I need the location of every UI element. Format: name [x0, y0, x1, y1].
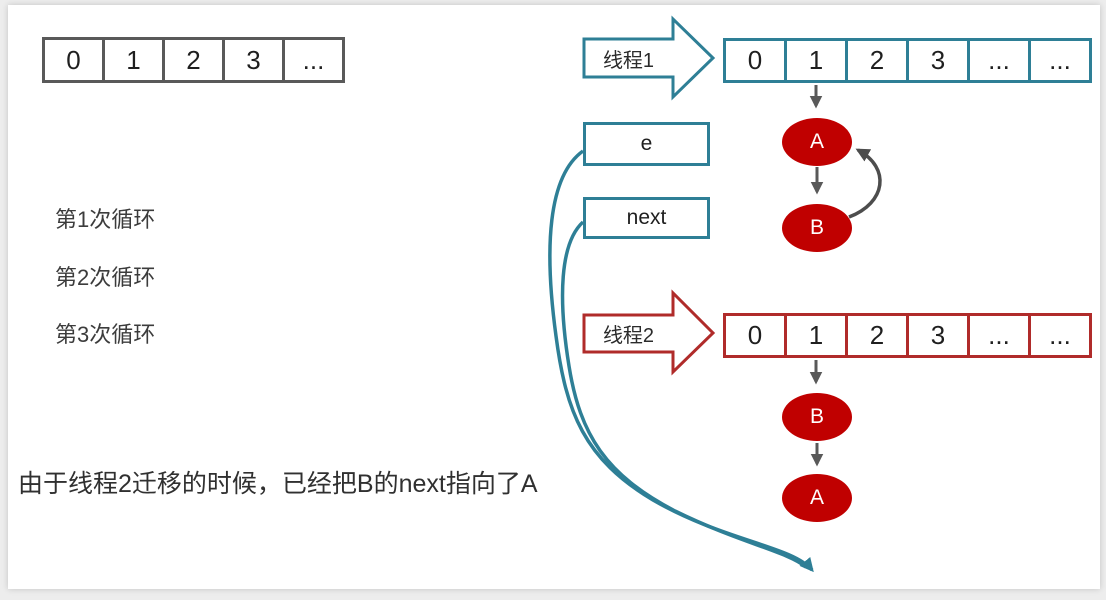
array-cell: 1 — [784, 38, 848, 83]
loop-label-2: 第2次循环 — [55, 265, 156, 290]
array-cell: ... — [1028, 313, 1092, 358]
array-cell: 3 — [906, 38, 970, 83]
thread2-array: 0 1 2 3 ... ... — [723, 313, 1092, 358]
array-cell: 0 — [723, 313, 787, 358]
array-cell: 2 — [845, 38, 909, 83]
array-cell: ... — [967, 313, 1031, 358]
loop-label-3: 第3次循环 — [55, 322, 156, 347]
thread2-block-arrow — [582, 289, 716, 376]
thread1-array: 0 1 2 3 ... ... — [723, 38, 1092, 83]
thread1-block-arrow — [582, 15, 716, 101]
arrow-B-back-to-A — [848, 148, 882, 219]
array-cell: ... — [282, 37, 345, 83]
array-cell: ... — [967, 38, 1031, 83]
array-cell: 1 — [102, 37, 165, 83]
node-B-thread1: B — [782, 204, 852, 252]
array-cell: 2 — [845, 313, 909, 358]
initial-array: 0 1 2 3 ... — [42, 37, 345, 83]
pointer-e-box: e — [583, 122, 710, 166]
array-cell: 0 — [42, 37, 105, 83]
array-cell: 0 — [723, 38, 787, 83]
thread2-label: 线程2 — [602, 325, 655, 347]
array-cell: ... — [1028, 38, 1092, 83]
loop-label-1: 第1次循环 — [55, 207, 156, 232]
node-A-thread2: A — [782, 474, 852, 522]
node-B-thread2: B — [782, 393, 852, 441]
next-pointer-curve — [560, 220, 808, 569]
page-sheet — [8, 5, 1100, 589]
pointer-next-box: next — [583, 197, 710, 239]
thread1-label: 线程1 — [602, 49, 655, 72]
caption-text: 由于线程2迁移的时候，已经把B的next指向了A — [18, 470, 538, 498]
array-cell: 1 — [784, 313, 848, 358]
array-cell: 3 — [906, 313, 970, 358]
node-A-thread1: A — [782, 118, 852, 166]
array-cell: 2 — [162, 37, 225, 83]
array-cell: 3 — [222, 37, 285, 83]
